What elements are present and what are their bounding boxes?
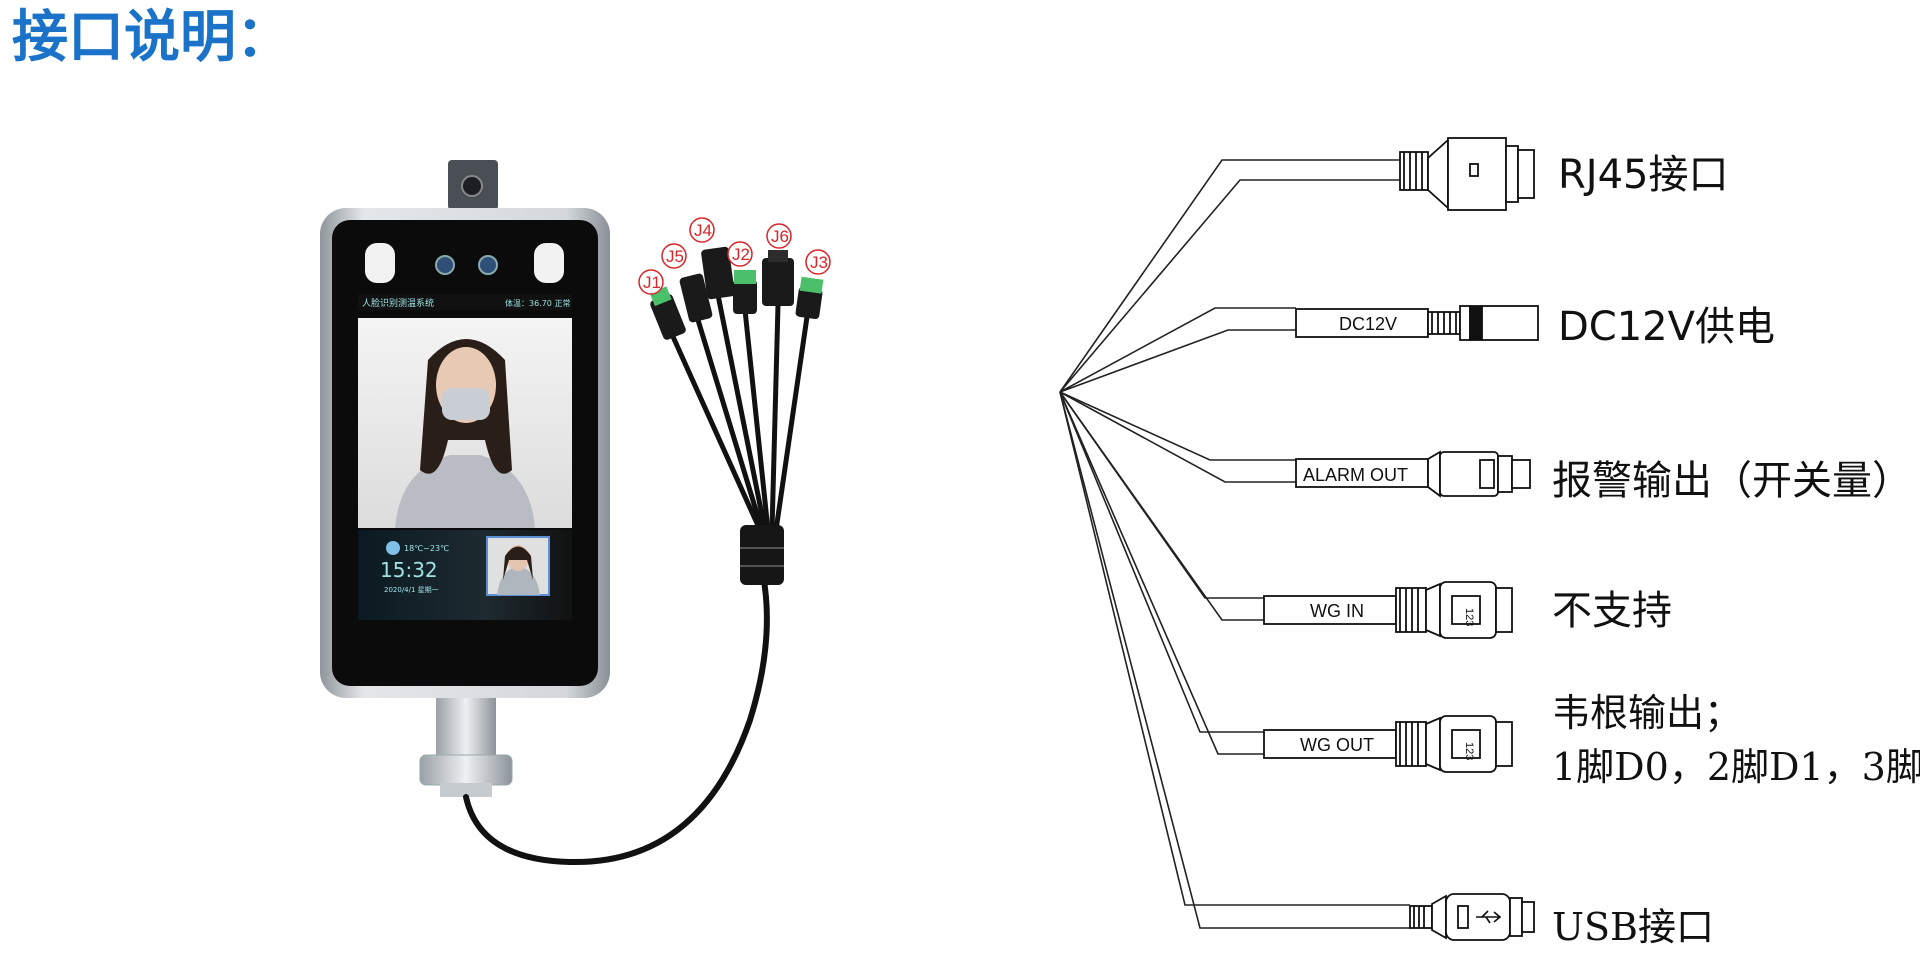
screen-header-text: 人脸识别测温系统 <box>362 297 434 309</box>
connector-j6-rj45 <box>762 258 794 306</box>
alarm-plug-drawing <box>1295 450 1531 498</box>
wg-out-pin-detail: 1脚D0，2脚D1，3脚GND <box>1552 745 1920 789</box>
label-j3: J3 <box>810 253 828 272</box>
plug-label-dc12v: DC12V <box>1339 314 1397 334</box>
rj45-latch <box>768 250 788 262</box>
branch-wire-j4 <box>715 292 768 533</box>
port-name-dc12v: DC12V供电 <box>1558 304 1775 350</box>
date-text: 2020/4/1 星期一 <box>384 586 439 594</box>
port-wires <box>1059 159 1410 929</box>
plug-label-wg-in: WG IN <box>1310 601 1364 621</box>
pin-numbers: 123 <box>1463 742 1475 760</box>
ir-light-left <box>365 243 395 283</box>
thermal-lens-icon <box>461 175 483 197</box>
port-name-wg-out: 韦根输出； <box>1552 691 1742 735</box>
svg-text:123: 123 <box>1463 608 1475 626</box>
port-name-alarm-out: 报警输出（开关量） <box>1552 458 1912 504</box>
label-j5: J5 <box>666 247 684 266</box>
screen-header-bar <box>358 294 572 310</box>
clock-text: 15:32 <box>380 558 438 582</box>
label-j4: J4 <box>694 221 712 240</box>
cable-harness <box>463 292 811 866</box>
branch-wire-j5 <box>695 317 765 533</box>
branch-wire-j2 <box>742 307 771 533</box>
mounting-nut <box>419 754 513 786</box>
branch-wire-j3 <box>773 307 811 533</box>
label-j6: J6 <box>771 227 789 246</box>
port-name-rj45: RJ45接口 <box>1558 152 1729 198</box>
connector-j4 <box>701 246 735 300</box>
branch-wire-j1 <box>667 327 763 533</box>
harness-split-sleeve <box>740 525 784 585</box>
rj45-plug-drawing <box>1399 137 1535 211</box>
mounting-base <box>440 783 492 797</box>
weather-icon <box>386 541 400 555</box>
label-j2: J2 <box>732 245 750 264</box>
face-mask <box>442 388 490 420</box>
thumbnail-shoulders <box>497 566 540 595</box>
face-terminal-device: 人脸识别测温系统 体温：36.70 正常 18℃~23℃ 15:32 2020/… <box>320 160 610 797</box>
branch-wire-j6 <box>769 302 781 533</box>
wg-in-plug-drawing <box>1263 581 1513 639</box>
usb-icon <box>1476 910 1502 924</box>
connector-j1 <box>650 294 686 340</box>
thumbnail-hair <box>503 546 533 580</box>
plug-label-wg-out: WG OUT <box>1300 735 1374 755</box>
port-name-usb: USB接口 <box>1552 905 1714 949</box>
label-j1: J1 <box>643 273 661 292</box>
camera-lens-icon <box>435 255 455 275</box>
dc-plug-drawing <box>1295 305 1539 341</box>
temp-reading: 体温：36.70 正常 <box>505 298 570 308</box>
terminal-block-j2 <box>734 270 756 284</box>
connector-j2 <box>733 280 757 314</box>
plug-label-alarm-out: ALARM OUT <box>1303 465 1408 485</box>
wg-out-plug-drawing <box>1263 715 1513 773</box>
harness-labels: J1 J5 J4 J2 J6 J3 <box>638 217 831 295</box>
connector-j3 <box>795 286 823 320</box>
terminal-block-j3 <box>799 276 824 294</box>
port-name-wg-in: 不支持 <box>1552 588 1672 634</box>
usb-plug-drawing <box>1409 893 1535 941</box>
connector-j5 <box>679 273 713 323</box>
main-cable <box>463 572 770 866</box>
weather-text: 18℃~23℃ <box>404 544 449 553</box>
camera-lens-icon <box>478 255 498 275</box>
ir-light-right <box>534 243 564 283</box>
page-title: 接口说明： <box>12 5 292 70</box>
mounting-pole <box>436 698 496 758</box>
harness-connectors <box>649 246 824 340</box>
